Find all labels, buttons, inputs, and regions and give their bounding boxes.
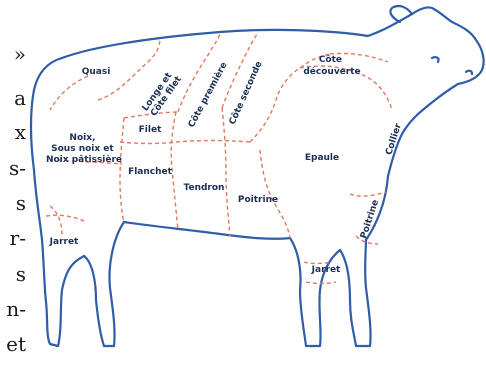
label-filet: Filet (139, 125, 162, 135)
label-tendron: Tendron (184, 183, 225, 193)
label-cote-seconde: Côte seconde (227, 60, 265, 127)
label-quasi: Quasi (82, 67, 111, 77)
label-noix-line3: Noix pâtissière (46, 154, 122, 165)
label-cote-premiere: Côte première (186, 60, 230, 129)
calf-outline (31, 6, 484, 346)
label-noix-line2: Sous noix et (51, 144, 114, 154)
label-cote-decouverte: Côte découverte (303, 54, 360, 77)
cut-labels: Quasi Longe et Côte filet Côte première … (46, 54, 404, 275)
label-cote-decouverte-line1: Côte (319, 54, 342, 65)
label-noix-line1: Noix, (69, 133, 95, 143)
label-epaule: Epaule (305, 153, 339, 163)
label-collier: Collier (384, 122, 404, 157)
label-jarret-front: Jarret (311, 265, 341, 275)
label-jarret-rear: Jarret (49, 237, 79, 247)
label-poitrine: Poitrine (238, 195, 278, 205)
label-noix: Noix, Sous noix et Noix pâtissière (46, 133, 122, 165)
label-flanchet: Flanchet (128, 167, 173, 177)
label-cote-decouverte-line2: découverte (303, 66, 360, 77)
